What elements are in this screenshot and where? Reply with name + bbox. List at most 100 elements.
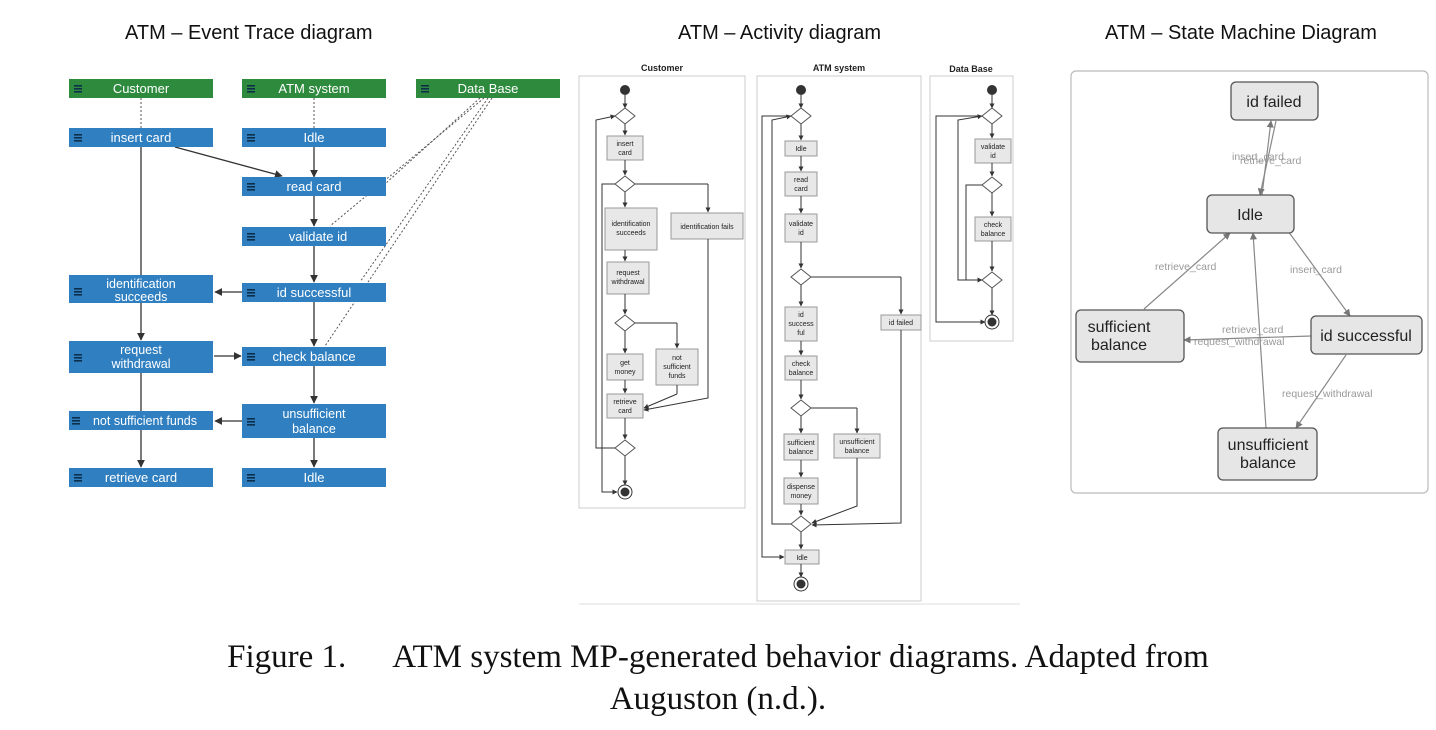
ac-get-money-label: get (620, 360, 630, 367)
activity-diagram: Customer ATM system Data Base insert car… (578, 63, 1020, 605)
sm-state-idle-label: Idle (1237, 207, 1263, 224)
sm-state-id-successful: id successful (1310, 315, 1423, 355)
et-event-unsufficient-balance: unsufficient balance (242, 404, 386, 438)
et-event-insert-card-label: insert card (111, 130, 172, 145)
et-event-read-card-label: read card (287, 179, 342, 194)
sm-label-retrieve-card-1: retrieve_card (1240, 155, 1301, 167)
ac-sufficient-balance-label: sufficient (787, 440, 815, 447)
et-event-read-card: read card (242, 177, 386, 196)
ac-retrieve-card-label-2: card (618, 408, 632, 415)
et-event-idle-1-label: Idle (304, 130, 325, 145)
et-lane-customer-label: Customer (113, 81, 170, 96)
ac-check-balance-label: check (792, 361, 811, 368)
et-event-not-sufficient-funds: not sufficient funds (69, 411, 213, 430)
figure-caption-line2: Auguston (n.d.). (609, 681, 827, 717)
ac-sufficient-balance-label-2: balance (789, 449, 814, 456)
et-lane-atm: ATM system (242, 79, 386, 98)
activity-title: ATM – Activity diagram (678, 22, 882, 44)
et-event-request-withdrawal-label-2: withdrawal (110, 357, 170, 371)
ac-identification-succeeds-label-2: succeeds (616, 230, 646, 237)
et-event-retrieve-card: retrieve card (69, 468, 213, 487)
ac-lane-atm-label: ATM system (813, 63, 865, 73)
sm-label-request-withdrawal-1: request_withdrawal (1194, 336, 1284, 348)
ac-lane-customer-label: Customer (641, 63, 684, 73)
et-event-request-withdrawal: request withdrawal (69, 341, 213, 373)
sm-state-unsufficient-balance-label-2: balance (1240, 455, 1296, 472)
ac-db-validate-id-label-2: id (990, 153, 996, 160)
ac-get-money-label-2: money (614, 369, 636, 376)
sm-label-retrieve-card-3: retrieve_card (1222, 324, 1283, 336)
sm-state-id-successful-label: id successful (1320, 328, 1412, 345)
ac-unsufficient-balance-label: unsufficient (839, 439, 874, 446)
et-lane-customer: Customer (69, 79, 213, 98)
sm-label-retrieve-card-2: retrieve_card (1155, 261, 1216, 273)
et-lane-atm-label: ATM system (278, 81, 349, 96)
et-event-identification-succeeds-label: identification (106, 277, 176, 291)
ac-db-check-balance-label-2: balance (981, 231, 1006, 238)
et-event-request-withdrawal-label: request (120, 343, 162, 357)
et-event-validate-id-label: validate id (289, 229, 348, 244)
et-event-check-balance-label: check balance (272, 349, 355, 364)
ac-id-successful-label: id (798, 312, 804, 319)
ac-not-sufficient-funds-label: not (672, 355, 682, 362)
sm-state-sufficient-balance-label: sufficient (1088, 319, 1151, 336)
ac-db-validate-id-label: validate (981, 144, 1005, 151)
et-event-insert-card: insert card (69, 128, 213, 147)
et-event-check-balance: check balance (242, 347, 386, 366)
sm-state-id-failed: id failed (1230, 81, 1319, 121)
ac-dispense-money-label-2: money (790, 493, 812, 500)
figure-number: Figure 1. (227, 639, 347, 675)
figure-caption: Figure 1. ATM system MP-generated behavio… (0, 636, 1436, 720)
ac-read-card-label-2: card (794, 186, 808, 193)
ac-dispense-money-label: dispense (787, 484, 815, 491)
ac-insert-card-label-2: card (618, 150, 632, 157)
et-lane-database: Data Base (416, 79, 560, 98)
ac-identification-succeeds-label: identification (612, 221, 651, 228)
sm-label-insert-card-2: insert_card (1290, 264, 1342, 276)
ac-id-successful-label-2: success (788, 321, 814, 328)
ac-db-check-balance-label: check (984, 222, 1003, 229)
et-event-identification-succeeds-label-2: succeeds (115, 290, 168, 304)
ac-insert-card-label: insert (616, 141, 633, 148)
et-event-not-sufficient-funds-label: not sufficient funds (93, 414, 197, 428)
et-event-validate-id: validate id (242, 227, 386, 246)
ac-read-card-label: read (794, 177, 808, 184)
sm-state-sufficient-balance: sufficient balance (1075, 309, 1185, 363)
et-event-unsufficient-balance-label: unsufficient (282, 407, 346, 421)
et-event-idle-2-label: Idle (304, 470, 325, 485)
et-event-identification-succeeds: identification succeeds (69, 275, 213, 304)
ac-idle-2-label: Idle (796, 555, 807, 562)
et-event-idle-2: Idle (242, 468, 386, 487)
ac-request-withdrawal-label: request (616, 270, 639, 277)
et-event-unsufficient-balance-label-2: balance (292, 422, 336, 436)
sm-state-unsufficient-balance-label: unsufficient (1228, 437, 1309, 454)
ac-lane-database-label: Data Base (949, 64, 993, 74)
ac-identification-fails-label: identification fails (680, 224, 734, 231)
event-trace-diagram: Customer ATM system Data Base insert car… (69, 79, 560, 487)
ac-check-balance-label-2: balance (789, 370, 814, 377)
sm-label-request-withdrawal-2: request_withdrawal (1282, 388, 1372, 400)
ac-retrieve-card-label: retrieve (613, 399, 636, 406)
sm-label-insert-card-1: insert_card (1232, 151, 1284, 163)
ac-id-failed-label: id failed (889, 320, 913, 327)
ac-validate-id-label-2: id (798, 230, 804, 237)
sm-state-idle: Idle (1206, 194, 1295, 234)
sm-state-unsufficient-balance: unsufficient balance (1217, 427, 1318, 481)
et-event-retrieve-card-label: retrieve card (105, 470, 177, 485)
ac-id-successful-label-3: ful (797, 330, 805, 337)
sm-state-sufficient-balance-label-2: balance (1091, 337, 1147, 354)
ac-unsufficient-balance-label-2: balance (845, 448, 870, 455)
sm-state-id-failed-label: id failed (1246, 94, 1301, 111)
ac-not-sufficient-funds-label-3: funds (668, 373, 686, 380)
state-machine-title: ATM – State Machine Diagram (1105, 22, 1377, 44)
et-lane-database-label: Data Base (458, 81, 519, 96)
ac-idle-1-label: Idle (795, 146, 806, 153)
ac-not-sufficient-funds-label-2: sufficient (663, 364, 691, 371)
figure-caption-line1: ATM system MP-generated behavior diagram… (392, 639, 1209, 675)
et-event-id-successful: id successful (242, 283, 386, 302)
state-machine-diagram: insert_card retrieve_card retrieve_card … (1070, 70, 1429, 494)
ac-validate-id-label: validate (789, 221, 813, 228)
et-event-idle-1: Idle (242, 128, 386, 147)
event-trace-title: ATM – Event Trace diagram (125, 22, 373, 44)
et-event-id-successful-label: id successful (277, 285, 352, 300)
